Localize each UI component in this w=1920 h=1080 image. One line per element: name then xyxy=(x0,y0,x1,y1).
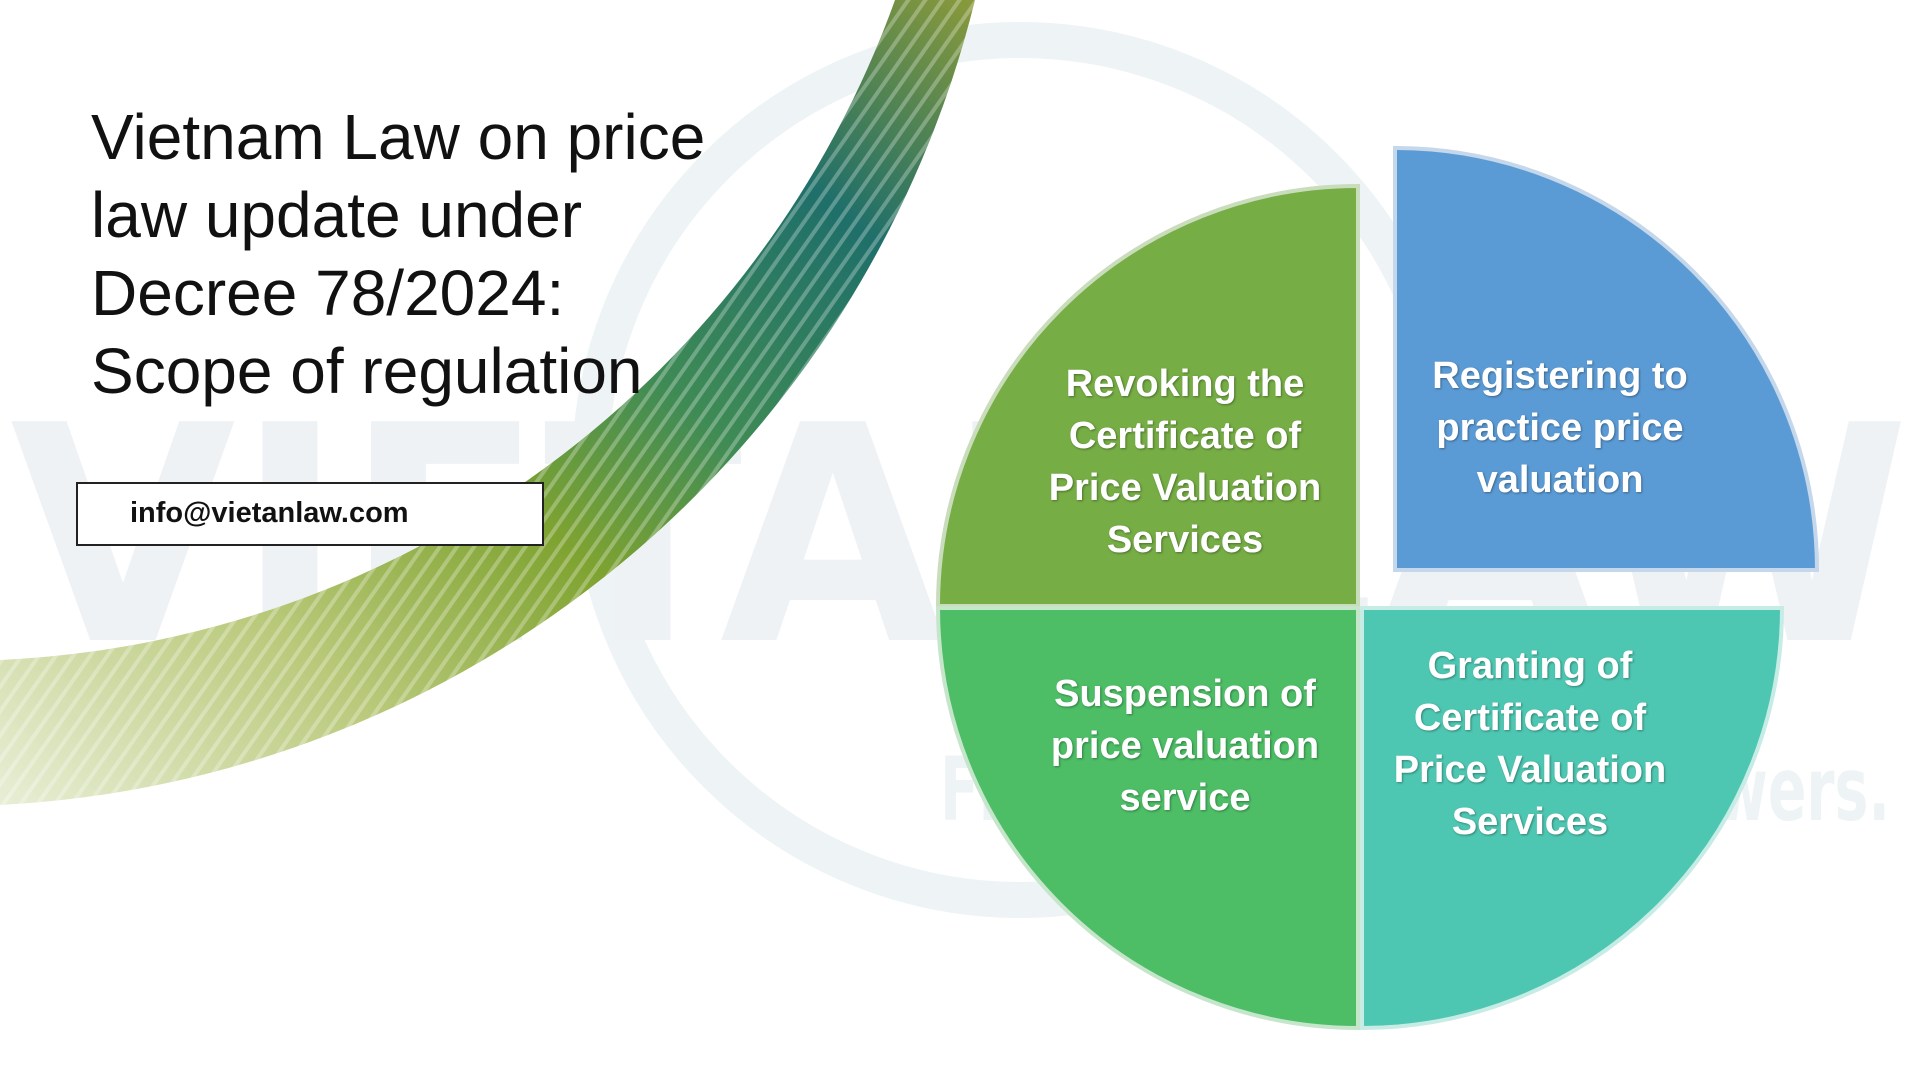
title-line-2: law update under xyxy=(91,179,583,251)
quadrant-label-bottom-left: Suspension of price valuation service xyxy=(1050,673,1320,819)
title-line-1: Vietnam Law on price xyxy=(91,101,706,173)
quadrant-top-left xyxy=(935,183,1360,608)
title-block: Vietnam Law on price law update under De… xyxy=(91,98,831,410)
quadrant-bottom-right xyxy=(1360,606,1785,1031)
email-link[interactable]: info@vietanlaw.com xyxy=(130,497,409,529)
email-box: info@vietanlaw.com xyxy=(76,482,544,546)
quadrant-label-bottom-right: Granting of Certificate of Price Valuati… xyxy=(1393,645,1667,843)
decorative-arc-texture xyxy=(0,0,975,805)
subtitle: Scope of regulation xyxy=(91,335,643,407)
title-line-3: Decree 78/2024: xyxy=(91,257,565,329)
quadrant-top-right xyxy=(1393,145,1820,572)
quadrant-bottom-left xyxy=(935,606,1360,1031)
quadrant-label-top-left: Revoking the Certificate of Price Valuat… xyxy=(1048,363,1322,561)
quadrant-diagram xyxy=(935,145,1820,1031)
quadrant-label-top-right: Registering to practice price valuation xyxy=(1432,355,1688,501)
